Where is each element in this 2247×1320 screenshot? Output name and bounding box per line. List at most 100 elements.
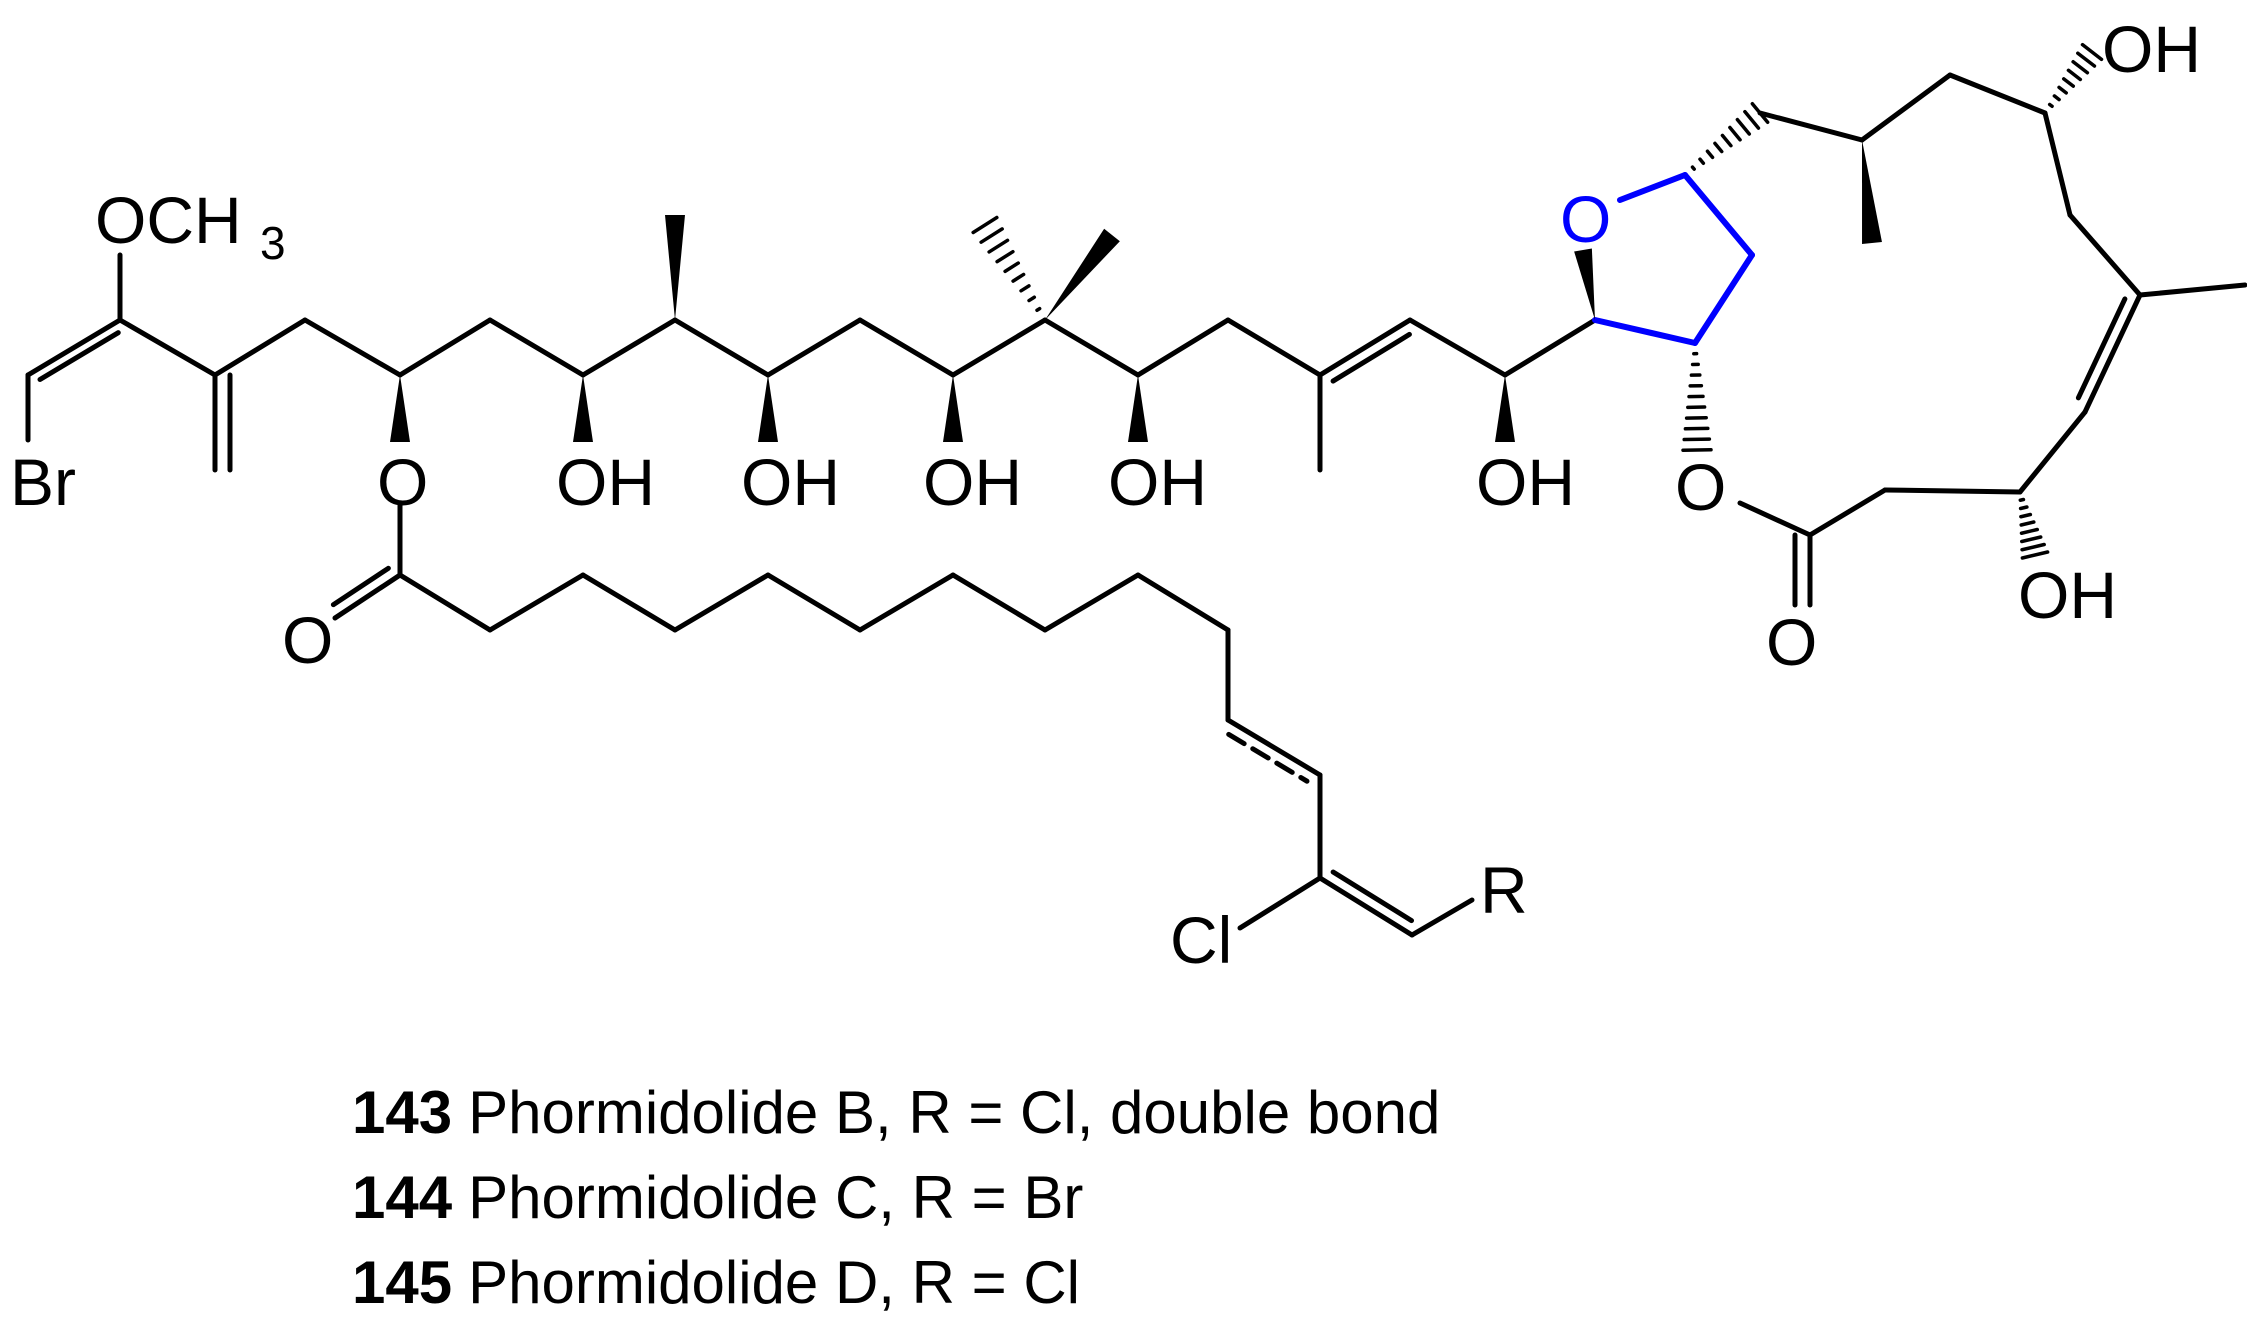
hash-bond-segment xyxy=(971,215,999,235)
hash-bond-segment xyxy=(1681,447,1713,453)
bond xyxy=(1225,317,1323,378)
hash-bond-segment xyxy=(2066,68,2083,82)
wedge-bond xyxy=(573,375,593,442)
bond xyxy=(1859,72,1953,143)
bond xyxy=(332,572,403,621)
bond xyxy=(1592,317,1698,346)
bond xyxy=(2075,296,2128,401)
compound-description: Phormidolide B, R = Cl, double bond xyxy=(468,1079,1441,1146)
hydroxyl-label-bottom-right: OH xyxy=(2018,558,2117,632)
hash-bond-segment xyxy=(1035,306,1042,313)
wedge-bond xyxy=(1495,375,1515,442)
hash-bond-segment xyxy=(979,227,1004,244)
compound-number: 143 xyxy=(352,1079,453,1146)
bond xyxy=(1502,317,1598,378)
methoxy-label: OCH 3 xyxy=(95,183,286,269)
bond xyxy=(1882,487,2023,495)
hash-bond-segment xyxy=(1705,149,1715,160)
wedge-bond xyxy=(1862,140,1882,244)
bond xyxy=(330,565,391,608)
hash-bond-segment xyxy=(1743,109,1761,130)
bond xyxy=(397,572,493,633)
bond xyxy=(1617,172,1688,203)
hash-bond-segment xyxy=(1011,272,1026,283)
hash-bond-segment xyxy=(2020,542,2046,552)
hashed-bonds xyxy=(971,42,2104,560)
wedge-bond xyxy=(1574,248,1595,320)
bond xyxy=(397,317,493,378)
hash-bond-segment xyxy=(2020,535,2043,544)
bond xyxy=(765,317,863,378)
wedge-bonds xyxy=(390,140,1882,442)
bond xyxy=(580,572,678,633)
hash-bond-segment xyxy=(1728,125,1742,142)
hydroxyl-label-2: OH xyxy=(741,445,840,519)
hash-bond-segment xyxy=(1698,157,1706,166)
hash-bond-segment xyxy=(2019,520,2036,527)
wedge-bond xyxy=(1128,375,1148,442)
hash-bond-segment xyxy=(1690,165,1696,171)
hash-bond-segment xyxy=(2018,497,2026,503)
bond xyxy=(2137,282,2247,298)
hash-bond-segment xyxy=(2019,527,2040,536)
bond xyxy=(950,572,1048,633)
ester-oxygen-label: O xyxy=(377,445,428,519)
bond xyxy=(950,317,1048,378)
wedge-bond xyxy=(758,375,778,442)
chlorine-label: Cl xyxy=(1170,903,1232,977)
bond xyxy=(1692,252,1755,346)
carbonyl-oxygen-right-label: O xyxy=(1766,605,1817,679)
bond xyxy=(37,330,121,382)
bond xyxy=(1737,500,1813,538)
bond xyxy=(765,572,863,633)
hash-bond-segment xyxy=(1735,117,1752,136)
bond xyxy=(672,317,771,378)
hash-bond-segment xyxy=(1720,133,1733,148)
bond xyxy=(1807,487,1888,538)
bond xyxy=(2082,292,2143,415)
wedge-bond xyxy=(943,375,963,442)
bromine-label: Br xyxy=(10,445,76,519)
wedge-bond xyxy=(665,215,685,320)
carbonyl-oxygen-left-label: O xyxy=(282,603,333,677)
compound-description: Phormidolide C, R = Br xyxy=(468,1164,1084,1231)
hash-bond-segment xyxy=(1003,261,1020,274)
wedge-bond xyxy=(1045,228,1120,320)
bond xyxy=(117,317,218,378)
bond xyxy=(1237,875,1323,931)
bond xyxy=(2067,212,2143,298)
bond xyxy=(1226,731,1310,784)
compound-number: 144 xyxy=(352,1164,453,1231)
bond xyxy=(1407,317,1508,378)
hash-bond-segment xyxy=(1027,295,1037,303)
hash-bond-segment xyxy=(2061,77,2076,88)
hash-bond-segment xyxy=(2052,94,2061,102)
hash-bond-segment xyxy=(2080,42,2104,62)
hash-bond-segment xyxy=(987,238,1010,254)
bond xyxy=(1317,317,1413,378)
hydroxyl-label-4: OH xyxy=(1108,445,1207,519)
bond xyxy=(487,572,586,633)
bond xyxy=(1330,331,1412,384)
bond xyxy=(1330,869,1415,924)
hash-bond-segment xyxy=(1019,284,1031,293)
bond xyxy=(672,572,771,633)
bond xyxy=(580,317,678,378)
r-group-label: R xyxy=(1480,853,1528,927)
lactone-oxygen-label: O xyxy=(1675,450,1726,524)
hash-bond-segment xyxy=(2076,51,2097,68)
hash-bond-segment xyxy=(2057,85,2068,95)
bond xyxy=(1757,110,1865,143)
compound-number: 145 xyxy=(352,1249,453,1316)
bond xyxy=(2042,110,2073,218)
hydroxyl-label-1: OH xyxy=(556,445,655,519)
hash-bond-segment xyxy=(2047,102,2054,109)
hash-bond-segment xyxy=(1750,102,1770,124)
bond xyxy=(1317,875,1415,938)
bond xyxy=(302,317,403,378)
compound-description: Phormidolide D, R = Cl xyxy=(468,1249,1081,1316)
